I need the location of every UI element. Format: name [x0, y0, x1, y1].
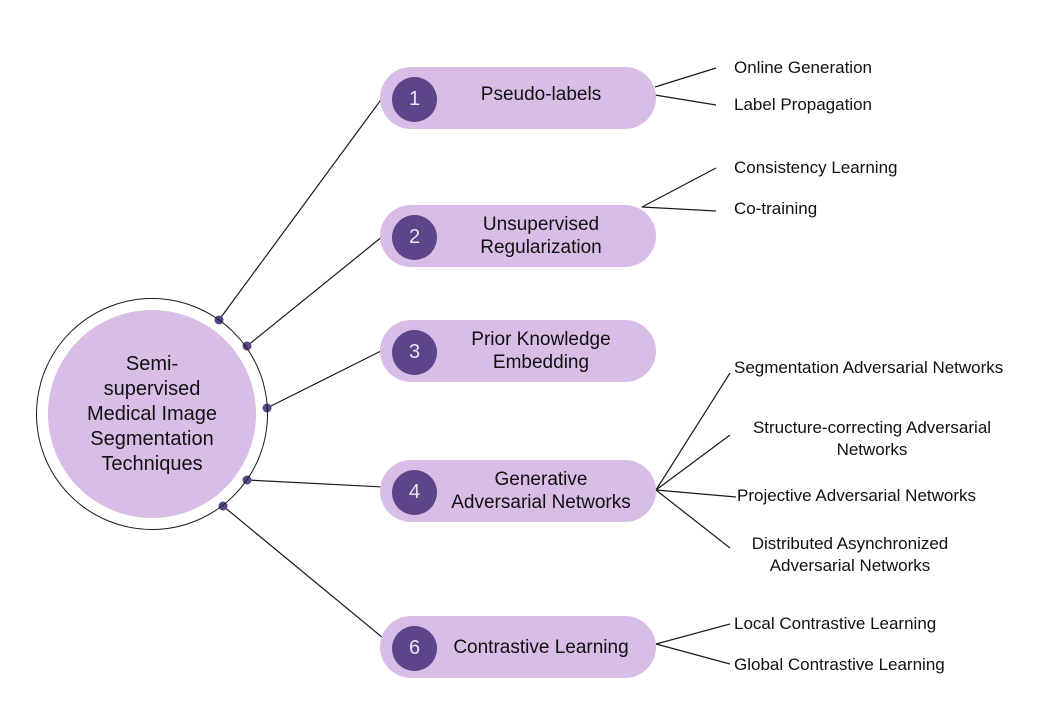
- center-node: Semi- supervised Medical Image Segmentat…: [48, 310, 256, 518]
- leaf-co-training: Co-training: [734, 199, 818, 218]
- connector-center-to-unsupervised-regularization: [246, 235, 384, 347]
- connector-online-generation: [654, 67, 717, 88]
- branch-label: Contrastive Learning: [453, 636, 629, 658]
- connector-co-training: [641, 206, 717, 212]
- branch-number-badge: 3: [392, 330, 437, 375]
- leaf-local-contrastive-learning: Local Contrastive Learning: [734, 614, 937, 633]
- connector-center-to-contrastive: [222, 505, 384, 639]
- connector-center-to-prior-knowledge: [266, 349, 384, 409]
- branch-contrastive-learning: 6 Contrastive Learning: [380, 616, 656, 678]
- connector-structure-correcting: [655, 434, 731, 491]
- branch-label: Prior Knowledge Embedding: [471, 329, 611, 373]
- leaf-segmentation-adversarial-networks: Segmentation Adversarial Networks: [734, 358, 1004, 377]
- center-label: Semi- supervised Medical Image Segmentat…: [86, 352, 218, 475]
- connector-distributed: [655, 489, 731, 549]
- leaf-projective-adversarial-networks: Projective Adversarial Networks: [737, 486, 977, 505]
- branch-number-badge: 6: [392, 626, 437, 671]
- branch-number-badge: 4: [392, 470, 437, 515]
- connector-consistency-learning: [641, 167, 717, 208]
- connector-label-propagation: [654, 94, 717, 106]
- branch-number-badge: 2: [392, 215, 437, 260]
- leaf-structure-correcting-adversarial-networks: Structure-correcting Adversarial Network…: [752, 418, 992, 459]
- branch-pseudo-labels: 1 Pseudo-labels: [380, 67, 656, 129]
- connector-center-to-gan: [246, 479, 384, 488]
- connector-projective: [655, 489, 737, 498]
- branch-label: Pseudo-labels: [480, 83, 602, 105]
- leaf-label-propagation: Label Propagation: [734, 95, 873, 114]
- center-outer-ring: [36, 298, 268, 530]
- branch-number-badge: 1: [392, 77, 437, 122]
- connector-center-to-pseudo-labels: [218, 96, 384, 321]
- leaf-online-generation: Online Generation: [734, 58, 872, 77]
- connector-segmentation-adversarial: [655, 372, 731, 491]
- leaf-consistency-learning: Consistency Learning: [734, 158, 898, 177]
- connector-local-contrastive: [655, 623, 731, 645]
- branch-prior-knowledge-embedding: 3 Prior Knowledge Embedding: [380, 320, 656, 382]
- branch-label: Generative Adversarial Networks: [451, 469, 631, 513]
- connector-global-contrastive: [655, 643, 731, 665]
- leaf-global-contrastive-learning: Global Contrastive Learning: [734, 655, 945, 674]
- branch-label: Unsupervised Regularization: [480, 214, 602, 258]
- branch-generative-adversarial-networks: 4 Generative Adversarial Networks: [380, 460, 656, 522]
- branch-unsupervised-regularization: 2 Unsupervised Regularization: [380, 205, 656, 267]
- leaf-distributed-asynchronized-adversarial-networks: Distributed Asynchronized Adversarial Ne…: [751, 534, 949, 575]
